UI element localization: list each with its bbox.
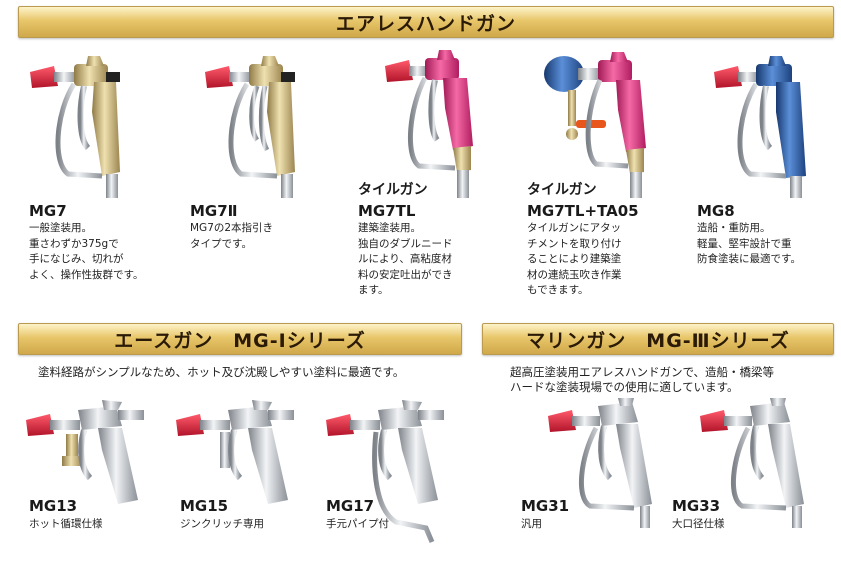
spray-gun-mg8-image [714,56,806,198]
product-desc-mg17: 手元パイプ付 [326,518,389,530]
section-banner-marine: マリンガン MG-Ⅲシリーズ [482,323,834,355]
product-model-mg7-2: MG7Ⅱ [190,202,238,220]
product-model-mg7tl: MG7TL [358,202,416,220]
product-desc-mg7tl-ta05: タイルガンにアタッ チメントを取り付け ることにより建築塗 材の連続玉吹き作業 … [527,222,622,296]
spray-gun-mg7-2-image [205,56,295,198]
section-title-marine: マリンガン MG-Ⅲシリーズ [526,329,790,352]
product-desc-mg31: 汎用 [521,518,542,530]
product-desc-mg7tl: 建築塗装用。 独自のダブルニード ルにより、高粘度材 料の安定吐出ができ ます。 [358,222,453,296]
spray-gun-mg17-image [326,400,444,543]
product-model-mg7tl-ta05: MG7TL+TA05 [527,202,639,220]
product-model-mg33: MG33 [672,497,721,515]
product-subtitle-mg7tl-ta05: タイルガン [527,182,597,198]
section-title-airless: エアレスハンドガン [335,12,516,35]
spray-gun-mg13-image [26,400,144,504]
spray-gun-mg31-image [548,398,652,528]
product-model-mg31: MG31 [521,497,570,515]
section-banner-airless: エアレスハンドガン [18,6,834,38]
product-subtitle-mg7tl: タイルガン [358,182,428,198]
product-model-mg17: MG17 [326,497,375,515]
section-title-ace: エースガン MG-Ⅰシリーズ [114,329,366,352]
product-model-mg13: MG13 [29,497,78,515]
product-model-mg15: MG15 [180,497,229,515]
product-desc-mg15: ジンクリッチ専用 [180,518,264,530]
product-desc-mg33: 大口径仕様 [672,518,725,530]
section-note-ace: 塗料経路がシンプルなため、ホット及び沈殿しやすい塗料に最適です。 [38,365,405,379]
spray-gun-mg7-image [30,56,120,198]
section-note-marine: 超高圧塗装用エアレスハンドガンで、造船・橋梁等 ハードな塗装現場での使用に適して… [510,365,775,394]
section-banner-ace: エースガン MG-Ⅰシリーズ [18,323,462,355]
product-desc-mg7-2: MG7の2本指引き タイプです。 [190,222,274,250]
product-desc-mg8: 造船・重防用。 軽量、堅牢設計で重 防食塗装に最適です。 [697,222,801,265]
spray-gun-mg15-image [176,400,294,504]
spray-gun-mg7tl-image [385,50,473,198]
product-desc-mg7: 一般塗装用。 重さわずか375gで 手になじみ、切れが よく、操作性抜群です。 [29,222,144,281]
spray-gun-mg7tl-ta05-image [544,52,646,198]
product-model-mg7: MG7 [29,202,67,220]
product-desc-mg13: ホット循環仕様 [29,518,103,530]
product-model-mg8: MG8 [697,202,735,220]
spray-gun-mg33-image [700,398,804,528]
